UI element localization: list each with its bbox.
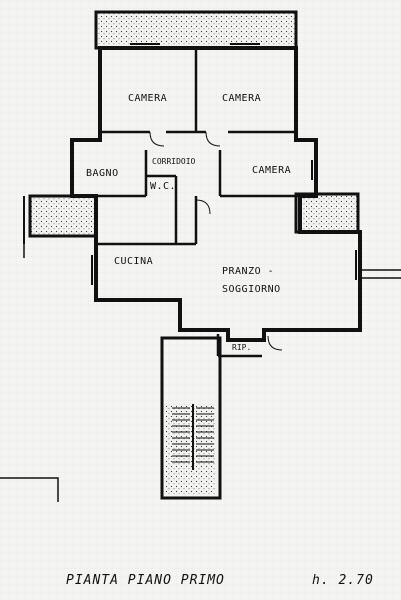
room-label-cucina: CUCINA <box>114 256 153 267</box>
room-label-soggiorno: SOGGIORNO <box>222 284 281 295</box>
window-marks <box>91 43 357 285</box>
room-label-camera-right: CAMERA <box>222 93 261 104</box>
room-label-camera-left: CAMERA <box>128 93 167 104</box>
door-swings <box>149 131 283 351</box>
room-label-bagno: BAGNO <box>86 168 119 179</box>
room-label-wc: W.C. <box>150 181 176 192</box>
balcony-left <box>23 194 98 244</box>
site-lines <box>0 244 401 502</box>
room-label-pranzo: PRANZO - <box>222 266 274 277</box>
stair-treads <box>172 404 214 470</box>
stair-core <box>160 336 222 500</box>
room-label-rip: RIP. <box>232 343 251 352</box>
room-label-camera-east: CAMERA <box>252 165 291 176</box>
plan-caption-height: h. 2.70 <box>312 573 374 588</box>
interior-walls <box>72 50 300 358</box>
terrace-top <box>94 10 298 50</box>
room-label-corridoio: CORRIDOIO <box>152 157 196 166</box>
balcony-right <box>294 192 360 234</box>
plan-caption-title: PIANTA PIANO PRIMO <box>66 573 225 588</box>
